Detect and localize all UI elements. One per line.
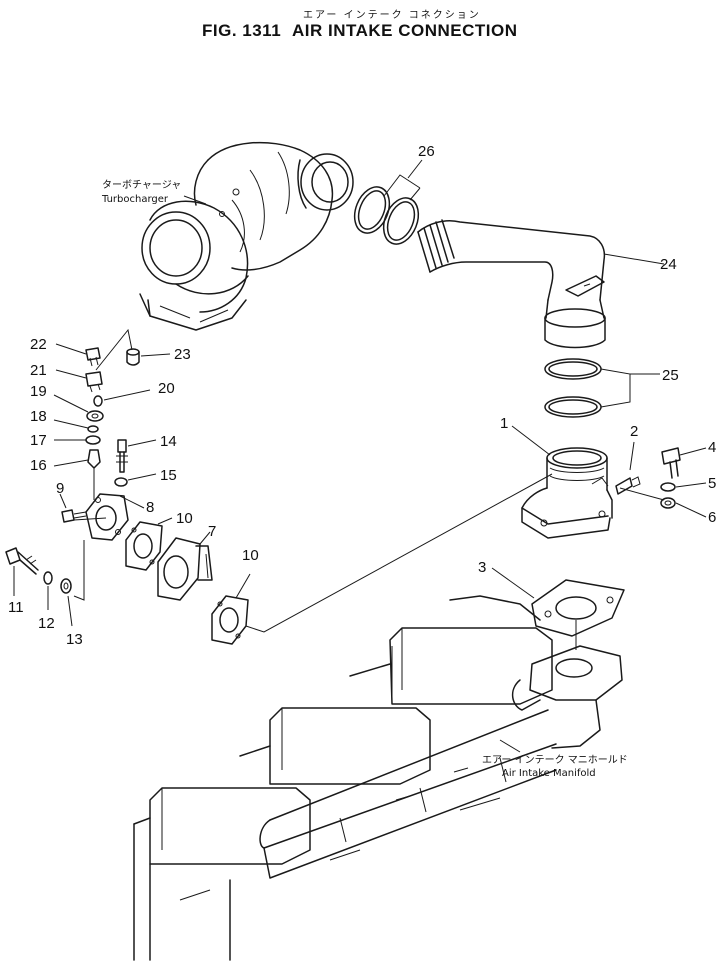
fitting-22 [85,347,101,367]
callout-15: 15 [160,467,177,484]
bolt-11 [5,547,39,575]
turbocharger-label-jp: ターボチャージャ [102,179,181,191]
bolt-4 [661,447,681,479]
bolt-9 [61,509,87,523]
o-rings-25 [544,358,602,418]
bolt-2 [615,476,641,495]
elbow-connector-1 [521,447,613,539]
figure-number: FIG. 1311 [202,21,281,40]
adapter-7 [157,537,213,601]
callout-13: 13 [66,631,83,648]
turbocharger [139,141,354,331]
plug-16 [87,449,101,469]
flange-8 [85,493,129,541]
washer-17 [85,435,101,445]
callout-17: 17 [30,432,47,449]
washer-6 [660,497,676,509]
callout-2: 2 [630,423,638,440]
callout-1: 1 [500,415,508,432]
washer-19 [86,410,104,422]
callout-10a: 10 [176,510,193,527]
connector-21 [85,371,103,393]
callout-4: 4 [708,439,716,456]
callout-12: 12 [38,615,55,632]
washer-20 [93,395,103,407]
sensor-14 [116,439,128,473]
callout-10b: 10 [242,547,259,564]
washer-15 [114,477,128,487]
callout-3: 3 [478,559,486,576]
callout-21: 21 [30,362,47,379]
callout-18: 18 [30,408,47,425]
callout-20: 20 [158,380,175,397]
title-japanese: エアー インテーク コネクション [303,9,481,21]
washer-13 [60,578,72,594]
callout-5: 5 [708,475,716,492]
engine-intake-manifold [133,595,623,961]
ring-18 [87,425,99,433]
callout-25: 25 [662,367,679,384]
callout-14: 14 [160,433,177,450]
callout-8: 8 [146,499,154,516]
washer-5 [660,482,676,492]
gasket-3 [531,579,625,637]
turbocharger-label: Turbocharger [101,194,169,205]
callout-16: 16 [30,457,47,474]
callout-6: 6 [708,509,716,526]
intake-pipe-24 [417,219,606,349]
gasket-10b [211,595,249,645]
gasket-10a [125,521,163,571]
manifold-label: Air Intake Manifold [502,768,596,779]
o-rings-26 [353,186,420,245]
washer-12 [43,571,53,585]
callout-7: 7 [208,523,216,540]
figure-title: AIR INTAKE CONNECTION [292,21,518,40]
callout-24: 24 [660,256,677,273]
callout-11: 11 [8,599,24,616]
callout-22: 22 [30,336,47,353]
callout-23: 23 [174,346,191,363]
manifold-label-jp: エアー インテーク マニホールド [482,754,628,766]
callout-9: 9 [56,480,64,497]
callout-26: 26 [418,143,435,160]
cap-23 [126,348,140,366]
callout-19: 19 [30,383,47,400]
